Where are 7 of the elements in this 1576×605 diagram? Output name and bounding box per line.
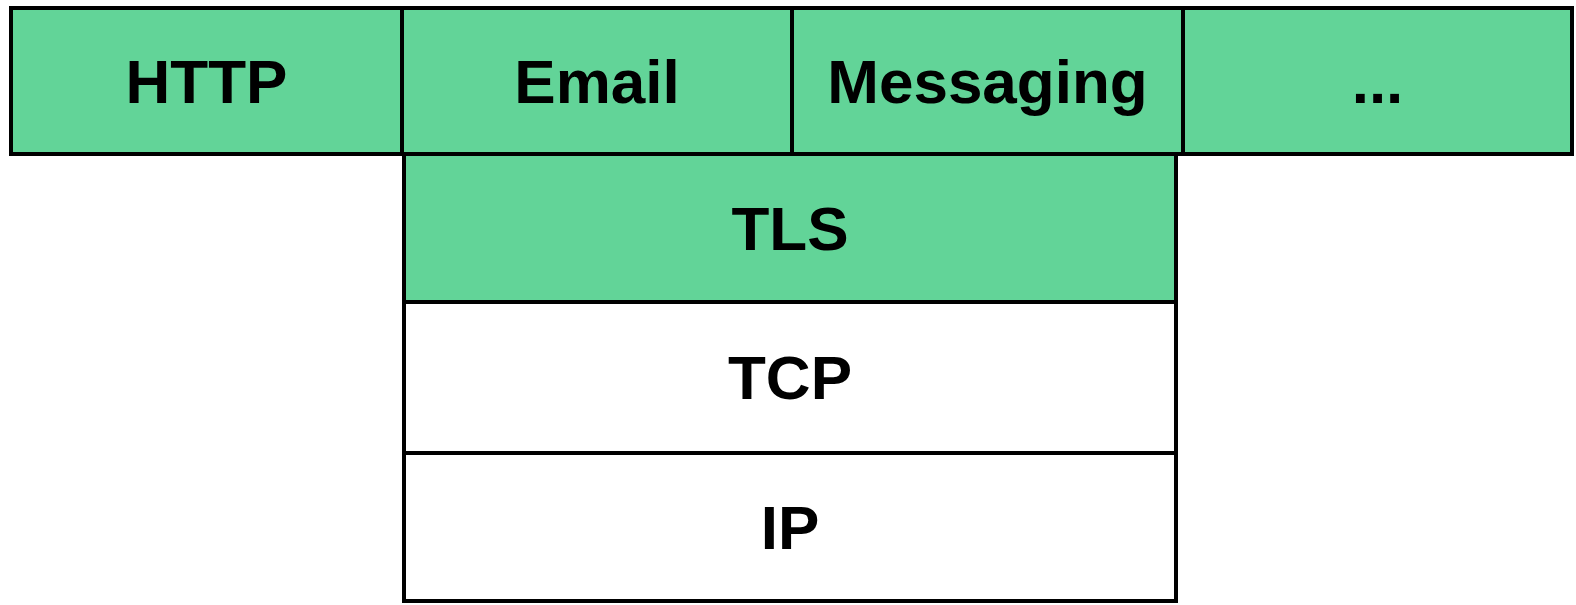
layer-label: TCP xyxy=(728,342,852,413)
layer-label: HTTP xyxy=(125,45,288,117)
layer-label: TLS xyxy=(731,192,849,264)
layer-label: Messaging xyxy=(827,45,1148,117)
layer-label: Email xyxy=(514,45,680,117)
layer-label: ... xyxy=(1351,45,1404,117)
layer-label: IP xyxy=(760,491,820,563)
